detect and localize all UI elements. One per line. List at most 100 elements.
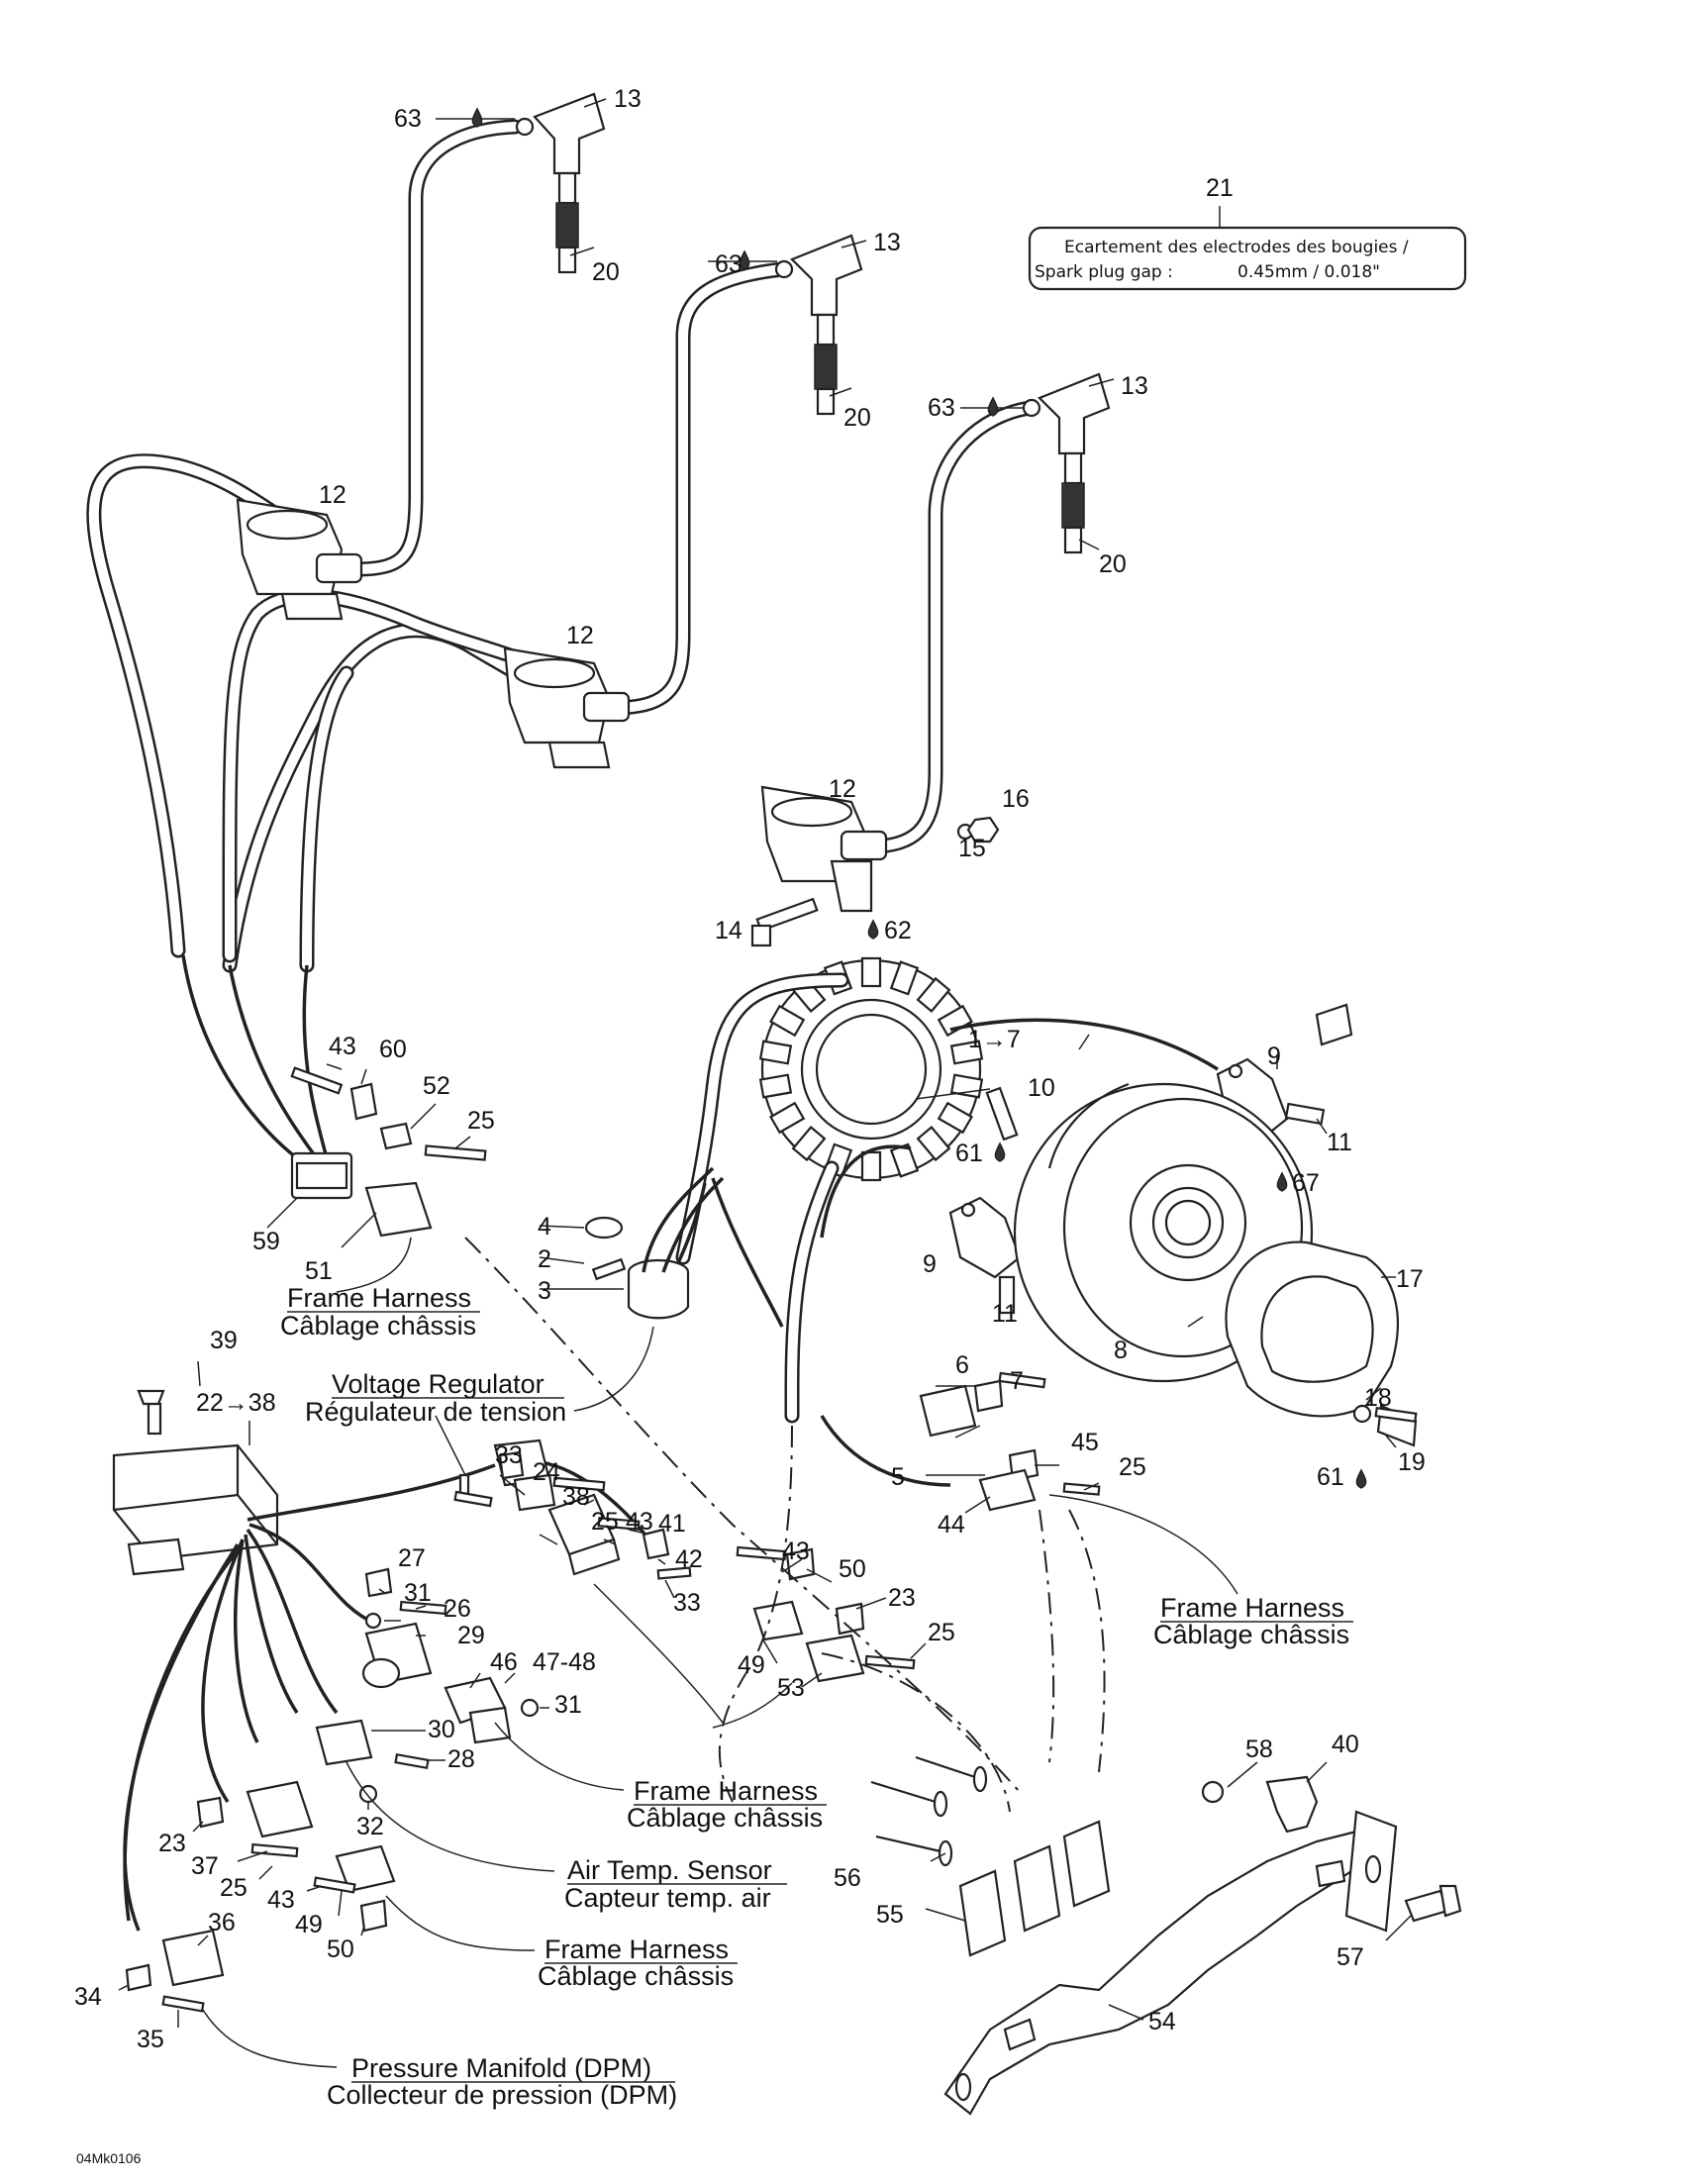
- callout-63a: 63: [394, 105, 422, 133]
- regulator-connector: [584, 1166, 725, 1320]
- caption-frame-harness-1-en: Frame Harness: [287, 1283, 471, 1313]
- callout-40: 40: [1332, 1731, 1359, 1758]
- callout-2: 2: [538, 1245, 551, 1273]
- stator-tooth: [916, 976, 951, 1013]
- callout-26: 26: [444, 1595, 471, 1623]
- callout-43c: 43: [782, 1538, 810, 1565]
- callout-61b: 61: [1317, 1463, 1344, 1491]
- note-line-2-value: 0.45mm / 0.018": [1238, 262, 1380, 282]
- coil-mounting-hardware: [750, 816, 1000, 947]
- caption-frame-harness-4: Frame Harness Câblage châssis: [538, 1935, 738, 1991]
- callout-47-48: 47-48: [533, 1648, 596, 1676]
- callout-numbers: 63 13 20 63 13 20 63 13 20 21 12 12 12 1…: [74, 85, 1426, 2053]
- callout-25b: 25: [1119, 1453, 1146, 1481]
- callout-33b: 33: [673, 1589, 701, 1617]
- stator: [758, 956, 984, 1182]
- callout-50b: 50: [327, 1936, 354, 1963]
- callout-20b: 20: [843, 404, 871, 432]
- bracket-40: [1201, 1775, 1319, 1834]
- callout-11b: 11: [992, 1300, 1018, 1328]
- caption-frame-harness-2-en: Frame Harness: [1160, 1593, 1344, 1623]
- mounting-bracket: [943, 1810, 1398, 2116]
- ecm-wiring: [123, 1458, 655, 1932]
- callout-13a: 13: [614, 85, 642, 113]
- ignition-coil-3: [760, 785, 888, 913]
- callout-14: 14: [715, 917, 742, 944]
- connector-41: [547, 1493, 621, 1576]
- callout-43b: 43: [626, 1508, 653, 1536]
- callout-63b: 63: [715, 250, 742, 278]
- caption-air-temp-sensor: Air Temp. Sensor Capteur temp. air: [564, 1855, 787, 1913]
- callout-13c: 13: [1121, 372, 1148, 400]
- callout-59: 59: [252, 1228, 280, 1255]
- rivets-56: [870, 1755, 988, 1867]
- callout-21: 21: [1206, 174, 1234, 202]
- caption-voltage-regulator: Voltage Regulator Régulateur de tension: [305, 1369, 566, 1427]
- callout-51: 51: [305, 1257, 333, 1285]
- stator-tooth: [769, 1101, 806, 1135]
- callout-45: 45: [1071, 1429, 1099, 1456]
- connector-49-53: [736, 1545, 916, 1683]
- caption-frame-harness-2: Frame Harness Câblage châssis: [1153, 1593, 1353, 1649]
- connector-30: [315, 1719, 378, 1804]
- callout-25e: 25: [220, 1874, 248, 1902]
- callout-38: 38: [562, 1483, 590, 1511]
- callout-56: 56: [834, 1864, 861, 1892]
- callout-46: 46: [490, 1648, 518, 1676]
- callout-22-38: 22→38: [196, 1389, 276, 1417]
- callout-50a: 50: [839, 1555, 866, 1583]
- callout-25a: 25: [467, 1107, 495, 1135]
- callout-36: 36: [208, 1909, 236, 1936]
- stator-wires: [651, 972, 1219, 1487]
- caption-frame-harness-1-fr: Câblage châssis: [280, 1311, 476, 1340]
- callout-20a: 20: [592, 258, 620, 286]
- caption-frame-harness-3-fr: Câblage châssis: [627, 1803, 823, 1833]
- callout-5: 5: [891, 1463, 905, 1491]
- connector-lower-left: [125, 1780, 396, 2013]
- callout-12a: 12: [319, 481, 346, 509]
- connector-5-44: [919, 1003, 1418, 1512]
- stator-tooth: [860, 1150, 882, 1182]
- stator-tooth: [758, 1040, 793, 1065]
- callout-58: 58: [1245, 1736, 1273, 1763]
- callout-31a: 31: [404, 1579, 432, 1607]
- callout-16: 16: [1002, 785, 1030, 813]
- callout-3: 3: [538, 1277, 551, 1305]
- callout-9b: 9: [923, 1250, 937, 1278]
- leader-lines: [118, 98, 1412, 2028]
- callout-12b: 12: [566, 622, 594, 649]
- caption-frame-harness-4-fr: Câblage châssis: [538, 1961, 734, 1991]
- callout-8: 8: [1114, 1337, 1128, 1364]
- callout-61a: 61: [955, 1140, 983, 1167]
- bolt-57: [1404, 1884, 1462, 1923]
- callout-67: 67: [1292, 1169, 1320, 1197]
- callout-39: 39: [210, 1327, 238, 1354]
- callout-23b: 23: [158, 1830, 186, 1857]
- caption-frame-harness-2-fr: Câblage châssis: [1153, 1620, 1349, 1649]
- callout-37: 37: [191, 1852, 219, 1880]
- callout-31b: 31: [554, 1691, 582, 1719]
- callout-35: 35: [137, 2026, 164, 2053]
- pickup-sensor-lower: [948, 1086, 1022, 1315]
- callout-54: 54: [1148, 2008, 1176, 2035]
- caption-arrows: [202, 1237, 1238, 2068]
- stator-tooth: [758, 1073, 793, 1099]
- connector-46: [444, 1676, 540, 1744]
- callout-43a: 43: [329, 1033, 356, 1060]
- grease-drop-icon: [436, 107, 1025, 417]
- ecm-module: [112, 1389, 279, 1576]
- callout-10: 10: [1028, 1074, 1055, 1102]
- callout-24: 24: [533, 1458, 560, 1486]
- callout-25c: 25: [591, 1508, 619, 1536]
- callout-52: 52: [423, 1072, 450, 1100]
- callout-12c: 12: [829, 775, 856, 803]
- caption-frame-harness-4-en: Frame Harness: [544, 1935, 729, 1964]
- stator-tooth: [937, 1101, 973, 1135]
- caption-air-temp-fr: Capteur temp. air: [564, 1883, 771, 1913]
- callout-55: 55: [876, 1901, 904, 1929]
- caption-frame-harness-1: Frame Harness Câblage châssis: [280, 1283, 480, 1340]
- caption-frame-harness-3: Frame Harness Câblage châssis: [627, 1776, 827, 1833]
- callout-57: 57: [1336, 1943, 1364, 1971]
- routing-dashed-lines: [464, 1237, 1106, 1813]
- caption-air-temp-en: Air Temp. Sensor: [567, 1855, 772, 1885]
